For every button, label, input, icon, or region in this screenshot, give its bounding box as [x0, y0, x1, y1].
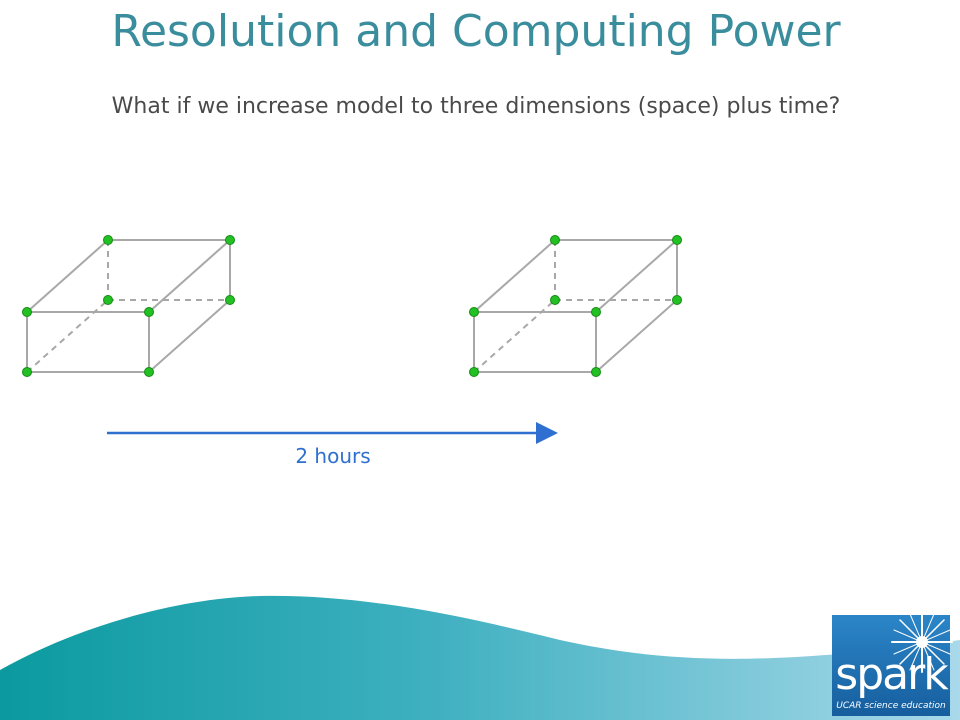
- grid-point: [225, 235, 235, 245]
- logo-tagline: UCAR science education: [836, 701, 946, 711]
- slide-subtitle: What if we increase model to three dimen…: [111, 94, 841, 119]
- grid-point: [672, 235, 682, 245]
- cube-edge: [595, 239, 678, 313]
- grid-point: [550, 295, 560, 305]
- cube-edge: [148, 299, 231, 373]
- starburst-icon: [891, 611, 953, 673]
- spark-logo: [832, 611, 953, 716]
- cube-edge: [26, 239, 109, 313]
- grid-point: [672, 295, 682, 305]
- grid-point: [103, 235, 113, 245]
- cube-edge: [473, 239, 556, 313]
- logo-background: [832, 615, 950, 716]
- cube-edge: [148, 239, 231, 313]
- grid-point: [22, 367, 32, 377]
- grid-point: [225, 295, 235, 305]
- cube-hidden-edge: [473, 299, 556, 373]
- grid-cube-t0: [22, 235, 235, 377]
- footer-wave: [0, 595, 960, 720]
- arrow-head-icon: [536, 422, 558, 444]
- grid-cube-t1: [469, 235, 682, 377]
- grid-point: [22, 307, 32, 317]
- grid-point: [103, 295, 113, 305]
- cube-edge: [595, 299, 678, 373]
- logo-wordmark: spark: [835, 649, 948, 700]
- grid-point: [591, 307, 601, 317]
- grid-point: [550, 235, 560, 245]
- grid-point: [469, 307, 479, 317]
- grid-point: [469, 367, 479, 377]
- time-step-label: 2 hours: [295, 444, 370, 468]
- grid-point: [591, 367, 601, 377]
- grid-point: [144, 307, 154, 317]
- slide-title: Resolution and Computing Power: [111, 6, 841, 57]
- time-arrow: 2 hours: [107, 422, 558, 468]
- cube-hidden-edge: [26, 299, 109, 373]
- spark-logo-text: spark UCAR science education: [832, 615, 950, 716]
- grid-point: [144, 367, 154, 377]
